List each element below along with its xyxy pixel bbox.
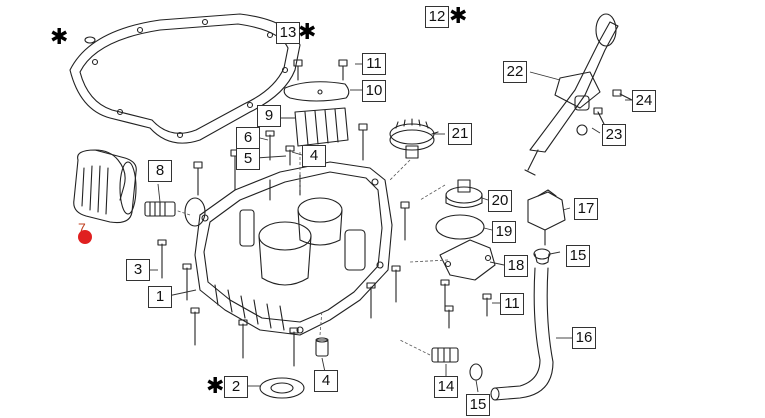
callout-2: 2 — [224, 376, 248, 398]
filter-nipple — [144, 201, 176, 217]
callout-15-top: 15 — [566, 245, 590, 267]
callout-14: 14 — [434, 376, 458, 398]
callout-18: 18 — [504, 255, 528, 277]
callout-23: 23 — [602, 124, 626, 146]
callout-3: 3 — [126, 259, 150, 281]
callout-7: 7 — [78, 220, 86, 236]
callout-19: 19 — [492, 221, 516, 243]
callout-11-top: 11 — [362, 53, 386, 75]
dowel-bottom — [315, 337, 329, 357]
hose-clamp-lower — [469, 363, 483, 381]
oil-sensor — [527, 189, 566, 246]
oil-filter — [73, 149, 137, 224]
breather-element — [294, 107, 349, 147]
red-marker-dot — [78, 230, 92, 244]
governor-arm-assembly — [524, 13, 619, 176]
callout-15-bottom: 15 — [466, 394, 490, 416]
governor-gear — [389, 118, 439, 159]
star-symbol-2: ✱ — [206, 374, 225, 399]
star-symbol-top-left: ✱ — [50, 25, 69, 50]
hose-clamp-upper — [533, 248, 551, 265]
callout-22: 22 — [503, 61, 527, 83]
o-ring — [435, 214, 485, 240]
crankcase-gasket — [69, 13, 301, 144]
crankcase-body — [184, 161, 393, 336]
callout-24: 24 — [632, 90, 656, 112]
callout-10: 10 — [362, 80, 386, 102]
dowel-pin — [84, 36, 96, 44]
star-symbol-13: ✱ — [298, 20, 317, 45]
callout-21: 21 — [448, 123, 472, 145]
callout-9: 9 — [257, 105, 281, 127]
spacer — [445, 179, 483, 209]
drain-fitting — [431, 347, 459, 363]
breather-cover — [283, 81, 350, 102]
callout-8: 8 — [148, 160, 172, 182]
callout-1: 1 — [148, 286, 172, 308]
callout-12: 12 — [425, 6, 449, 28]
callout-6: 6 — [236, 127, 260, 149]
callout-5: 5 — [236, 148, 260, 170]
pump-plate — [439, 239, 496, 281]
leader-lines — [174, 150, 449, 356]
callout-11-bottom: 11 — [500, 293, 524, 315]
bolts — [157, 59, 633, 367]
callout-4-top: 4 — [302, 145, 326, 167]
callout-16: 16 — [572, 327, 596, 349]
drain-hose — [490, 267, 554, 401]
callout-20: 20 — [488, 190, 512, 212]
callout-leaders — [148, 31, 632, 393]
star-symbol-12: ✱ — [449, 4, 468, 29]
callout-4-bottom: 4 — [314, 370, 338, 392]
callout-13: 13 — [276, 22, 300, 44]
callout-17: 17 — [574, 198, 598, 220]
oil-seal — [259, 377, 305, 399]
